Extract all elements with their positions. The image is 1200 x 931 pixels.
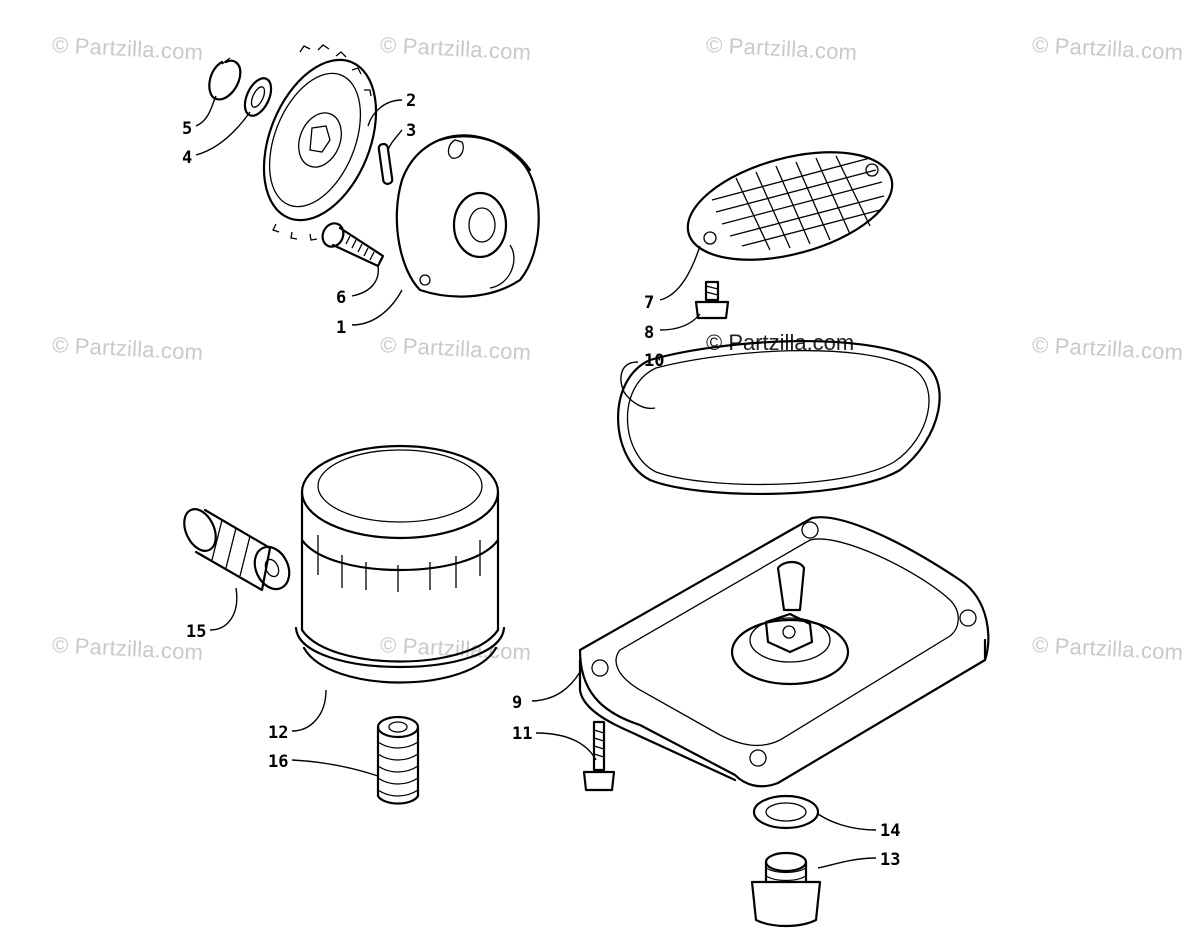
drain-plug-part[interactable] [750, 851, 822, 928]
callout-3: 3 [406, 121, 416, 141]
callout-6: 6 [336, 288, 346, 308]
pump-bolt-part[interactable] [319, 220, 385, 268]
callout-15: 15 [186, 622, 206, 642]
pump-gear-part[interactable] [242, 43, 398, 241]
callout-9: 9 [512, 693, 522, 713]
callout-5: 5 [182, 119, 192, 139]
callout-2: 2 [406, 91, 416, 111]
callout-7: 7 [644, 293, 654, 313]
callout-4: 4 [182, 148, 192, 168]
oil-pressure-sensor-part[interactable] [178, 504, 296, 595]
callout-8: 8 [644, 323, 654, 343]
drain-washer-part[interactable] [752, 794, 820, 830]
callout-12: 12 [268, 723, 288, 743]
filter-nipple-part[interactable] [376, 715, 420, 805]
callout-11: 11 [512, 724, 532, 744]
callout-labels: 5 4 2 3 6 1 7 8 10 9 11 12 16 15 14 13 [182, 91, 900, 870]
callout-10: 10 [644, 351, 664, 371]
oil-pan-part[interactable] [578, 516, 990, 788]
washer-part[interactable] [240, 74, 277, 120]
callout-1: 1 [336, 318, 346, 338]
callout-14: 14 [880, 821, 900, 841]
oil-filter-part[interactable] [294, 444, 506, 684]
pin-part[interactable] [377, 142, 394, 185]
callout-16: 16 [268, 752, 288, 772]
gasket-part[interactable] [617, 339, 941, 496]
callout-13: 13 [880, 850, 900, 870]
screen-bolt-part[interactable] [694, 280, 730, 320]
leader-lines [195, 95, 877, 869]
pan-bolt-part[interactable] [582, 720, 616, 792]
snap-ring-part[interactable] [208, 57, 242, 101]
oil-pump-body-part[interactable] [395, 134, 540, 298]
oil-screen-part[interactable] [676, 132, 904, 279]
